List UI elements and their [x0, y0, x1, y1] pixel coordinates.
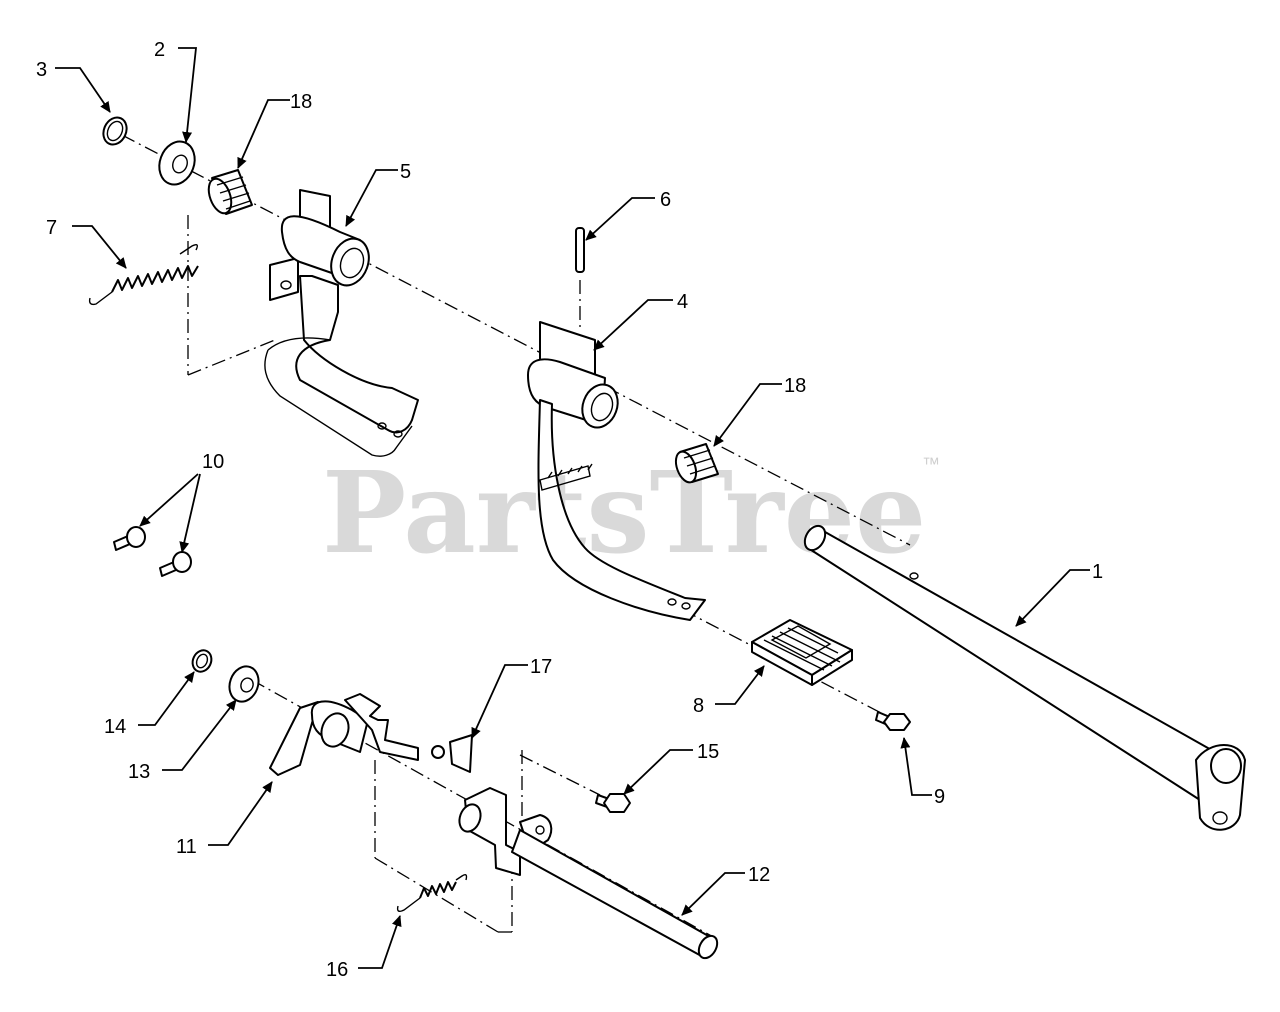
callout-2[interactable]: 2: [154, 39, 165, 61]
knob-part-17[interactable]: [431, 734, 473, 773]
callout-9[interactable]: 9: [934, 786, 945, 808]
callout-3[interactable]: 3: [36, 59, 47, 81]
callout-15[interactable]: 15: [697, 741, 719, 763]
callout-6[interactable]: 6: [660, 189, 671, 211]
callout-8[interactable]: 8: [693, 695, 704, 717]
spring-part-16[interactable]: [396, 873, 468, 913]
extension-spring-part-7[interactable]: [88, 243, 199, 306]
callout-12[interactable]: 12: [748, 864, 770, 886]
needle-bearing-part-18-upper[interactable]: [204, 169, 253, 216]
lever-arm-part-5[interactable]: [264, 189, 419, 457]
callout-labels: 3 2 18 5 7 6 4 18 10 1 8 9 15 17 14 13 1…: [36, 39, 1103, 981]
washer-part-2[interactable]: [154, 137, 201, 190]
callout-7[interactable]: 7: [46, 217, 57, 239]
lower-shaft-part-12[interactable]: [456, 787, 721, 961]
callout-10[interactable]: 10: [202, 451, 224, 473]
lever-arm-part-4[interactable]: [527, 321, 706, 621]
shoulder-bolts-part-10[interactable]: [113, 526, 192, 577]
retaining-ring-part-3[interactable]: [99, 114, 131, 149]
retaining-ring-part-14[interactable]: [189, 647, 215, 675]
callout-18-upper[interactable]: 18: [290, 91, 312, 113]
bolt-part-9[interactable]: [875, 711, 911, 731]
shaft-part-1[interactable]: [801, 522, 1246, 831]
lever-bracket-part-11[interactable]: [269, 693, 419, 776]
callout-18-lower[interactable]: 18: [784, 375, 806, 397]
callout-14[interactable]: 14: [104, 716, 126, 738]
washer-part-13[interactable]: [225, 662, 264, 705]
callout-17[interactable]: 17: [530, 656, 552, 678]
callout-16[interactable]: 16: [326, 959, 348, 981]
callout-13[interactable]: 13: [128, 761, 150, 783]
callout-5[interactable]: 5: [400, 161, 411, 183]
pin-part-6[interactable]: [575, 227, 585, 273]
bolt-part-15[interactable]: [595, 793, 631, 813]
foot-pad-part-8[interactable]: [751, 619, 853, 686]
needle-bearing-part-18-lower[interactable]: [672, 443, 719, 485]
callout-leaders: [55, 47, 1090, 969]
callout-1[interactable]: 1: [1092, 561, 1103, 583]
callout-11[interactable]: 11: [176, 836, 197, 858]
watermark-trademark: ™: [922, 454, 940, 474]
callout-4[interactable]: 4: [677, 291, 688, 313]
